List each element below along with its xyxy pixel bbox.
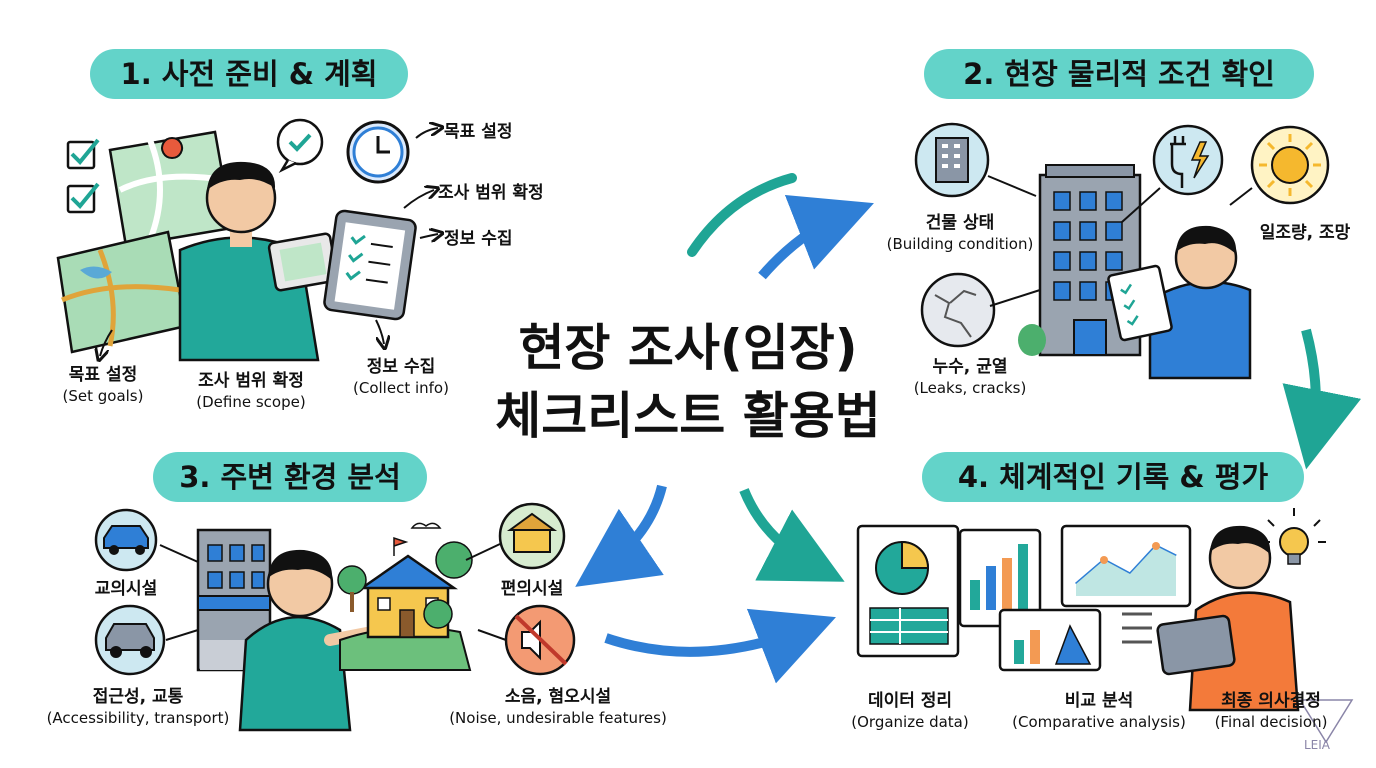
label-leaks-cracks-en: (Leaks, cracks) bbox=[913, 379, 1027, 397]
label-comparative-analysis-ko: 비교 분석 bbox=[1064, 691, 1134, 711]
main-title-line1: 현장 조사(임장) bbox=[518, 319, 858, 377]
label-noise-en: (Noise, undesirable features) bbox=[449, 709, 667, 727]
label-set-goals-ko: 목표 설정 bbox=[68, 365, 138, 385]
person-pointing bbox=[238, 549, 378, 732]
mute-icon bbox=[504, 604, 576, 676]
label-final-decision-en: (Final decision) bbox=[1214, 713, 1328, 731]
label-collect-info-en: (Collect info) bbox=[353, 379, 449, 397]
label-define-scope: 조사 범위 확정 (Define scope) bbox=[176, 370, 326, 412]
watermark: LEIA bbox=[1304, 738, 1331, 752]
cycle-arrows bbox=[575, 173, 1362, 684]
watermark-logo bbox=[1298, 699, 1354, 744]
section1-illustration bbox=[56, 118, 438, 362]
person-inspecting bbox=[1107, 225, 1252, 380]
bar-chart-icon bbox=[998, 608, 1102, 672]
label-comparative-analysis-en: (Comparative analysis) bbox=[1012, 713, 1186, 731]
checkbox-icon bbox=[66, 184, 96, 214]
label-leaks-cracks-ko: 누수, 균열 bbox=[932, 357, 1008, 377]
label-education-facilities-ko: 교의시설 bbox=[94, 579, 158, 599]
label-building-condition-ko: 건물 상태 bbox=[925, 213, 995, 233]
label-set-goals: 목표 설정 (Set goals) bbox=[38, 364, 168, 406]
person-deciding bbox=[1156, 525, 1300, 712]
section3-heading: 3. 주변 환경 분석 bbox=[153, 452, 427, 502]
label-final-decision: 최종 의사결정 (Final decision) bbox=[1196, 690, 1346, 732]
label-final-decision-ko: 최종 의사결정 bbox=[1221, 691, 1321, 711]
sun-icon bbox=[1250, 125, 1330, 205]
clipboard-icon bbox=[323, 209, 417, 321]
label-organize-data-en: (Organize data) bbox=[851, 713, 969, 731]
car-icon bbox=[94, 508, 158, 572]
label-accessibility-en: (Accessibility, transport) bbox=[46, 709, 230, 727]
car-icon bbox=[94, 604, 166, 676]
label-leaks-cracks: 누수, 균열 (Leaks, cracks) bbox=[900, 356, 1040, 398]
label-define-scope-ko: 조사 범위 확정 bbox=[198, 371, 304, 391]
section2-heading: 2. 현장 물리적 조건 확인 bbox=[924, 49, 1314, 99]
line-chart-icon bbox=[1060, 524, 1192, 608]
section1-heading: 1. 사전 준비 & 계획 bbox=[90, 49, 408, 99]
label-accessibility: 접근성, 교통 (Accessibility, transport) bbox=[38, 686, 238, 728]
lightbulb-icon bbox=[1262, 508, 1326, 565]
main-title-line2: 체크리스트 활용법 bbox=[495, 387, 881, 445]
person-planning bbox=[178, 161, 339, 362]
callout-collect-info: 정보 수집 bbox=[444, 229, 513, 249]
building-icon bbox=[914, 122, 990, 198]
school-icon bbox=[498, 502, 566, 570]
map-icon bbox=[56, 230, 188, 354]
section2-illustration bbox=[914, 122, 1330, 380]
callout-define-scope: 조사 범위 확정 bbox=[438, 183, 544, 203]
label-set-goals-en: (Set goals) bbox=[62, 387, 144, 405]
label-convenience-facilities-ko: 편의시설 bbox=[500, 579, 564, 599]
section3-illustration bbox=[94, 502, 576, 732]
label-noise-ko: 소음, 혐오시설 bbox=[504, 687, 612, 707]
label-accessibility-ko: 접근성, 교통 bbox=[92, 687, 184, 707]
label-building-condition-en: (Building condition) bbox=[886, 235, 1034, 253]
section4-illustration bbox=[856, 508, 1326, 712]
label-comparative-analysis: 비교 분석 (Comparative analysis) bbox=[1002, 690, 1196, 732]
plug-bolt-icon bbox=[1152, 124, 1224, 196]
clock-icon bbox=[346, 120, 410, 184]
label-define-scope-en: (Define scope) bbox=[196, 393, 306, 411]
label-collect-info: 정보 수집 (Collect info) bbox=[336, 356, 466, 398]
label-organize-data: 데이터 정리 (Organize data) bbox=[840, 690, 980, 732]
callout-set-goals: 목표 설정 bbox=[444, 122, 513, 142]
label-building-condition: 건물 상태 (Building condition) bbox=[878, 212, 1042, 254]
speech-check-icon bbox=[276, 118, 324, 174]
house-scene bbox=[337, 522, 473, 671]
tower-building bbox=[1018, 164, 1142, 357]
label-sunlight-view-ko: 일조량, 조망 bbox=[1259, 223, 1351, 243]
pie-chart-icon bbox=[856, 524, 960, 658]
label-collect-info-ko: 정보 수집 bbox=[366, 357, 436, 377]
label-convenience-facilities: 편의시설 bbox=[482, 578, 582, 600]
label-noise: 소음, 혐오시설 (Noise, undesirable features) bbox=[440, 686, 676, 728]
label-education-facilities: 교의시설 bbox=[76, 578, 176, 600]
label-sunlight-view: 일조량, 조망 bbox=[1250, 222, 1360, 244]
section4-heading: 4. 체계적인 기록 & 평가 bbox=[922, 452, 1304, 502]
tablet-icon bbox=[1156, 614, 1236, 676]
label-organize-data-ko: 데이터 정리 bbox=[867, 691, 953, 711]
crack-icon bbox=[920, 272, 996, 348]
checkbox-icon bbox=[66, 140, 96, 170]
main-title: 현장 조사(임장) 체크리스트 활용법 bbox=[438, 314, 938, 450]
